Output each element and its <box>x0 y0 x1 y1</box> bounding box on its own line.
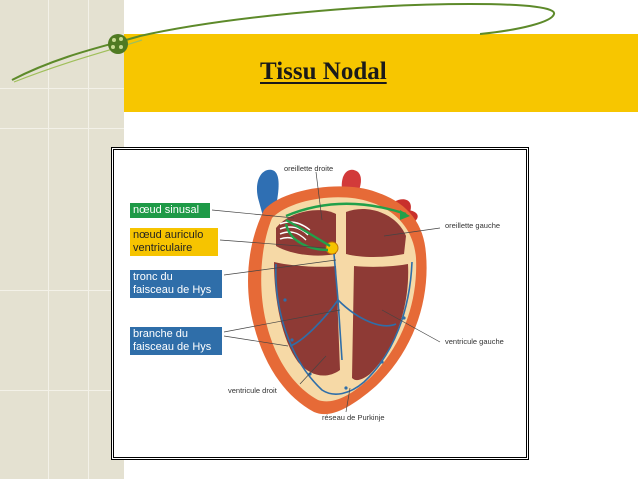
label-left-atrium: oreillette gauche <box>445 221 501 230</box>
label-his-trunk-line2: faisceau de Hys <box>133 284 212 296</box>
sidebar-tile <box>0 88 124 128</box>
left-ventricle-chamber <box>352 264 409 381</box>
sidebar-divider <box>48 0 49 479</box>
label-av-node-line1: nœud auriculo <box>133 229 204 241</box>
purkinje-network <box>275 253 413 395</box>
label-his-branch-line1: branche du <box>133 328 189 340</box>
header-band <box>124 34 638 112</box>
label-av-node-line2: ventriculaire <box>133 242 193 254</box>
sidebar-tile <box>0 128 124 168</box>
label-his-branch-line2: faisceau de Hys <box>133 341 212 353</box>
label-left-ventricle: ventricule gauche <box>445 337 504 346</box>
slide-title: Tissu Nodal <box>260 58 387 85</box>
label-his-trunk-line1: tronc du <box>133 271 173 283</box>
right-ventricle-chamber <box>274 262 340 376</box>
label-sinus-node: nœud sinusal <box>130 203 210 218</box>
atrial-conduction-paths <box>284 202 407 252</box>
label-his-branch: branche du faisceau de Hys <box>130 327 222 355</box>
leaf-badge-icon <box>108 34 128 54</box>
sidebar-tile <box>0 290 124 390</box>
sidebar-divider <box>88 0 89 479</box>
left-atrium-chamber <box>346 209 406 257</box>
label-purkinje: réseau de Purkinje <box>322 413 385 422</box>
label-right-atrium: oreillette droite <box>284 164 334 173</box>
sidebar-tile <box>0 390 124 479</box>
heart-conduction-diagram <box>211 169 441 415</box>
label-sinus-node-text: nœud sinusal <box>133 204 200 216</box>
label-av-node: nœud auriculo ventriculaire <box>130 228 218 256</box>
label-right-ventricle: ventricule droit <box>228 386 277 395</box>
leader-lines <box>211 171 441 413</box>
label-his-trunk: tronc du faisceau de Hys <box>130 270 222 298</box>
swoosh-ornament <box>11 2 555 83</box>
